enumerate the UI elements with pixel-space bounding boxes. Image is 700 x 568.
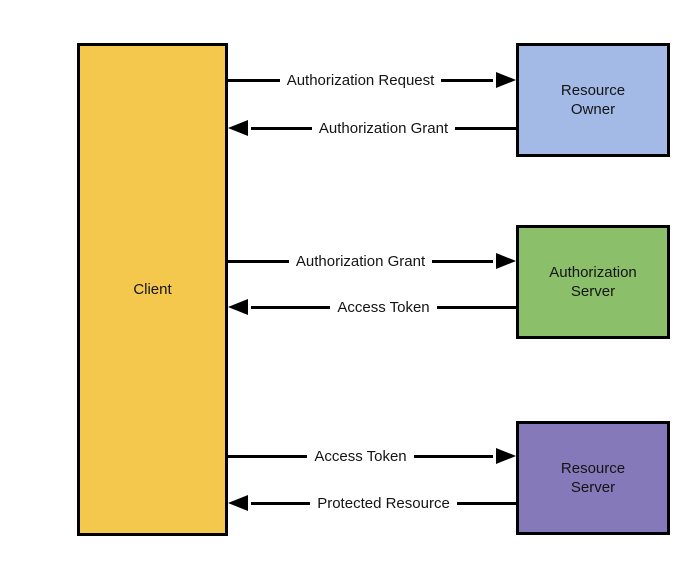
arrow-line — [432, 259, 493, 263]
authorization-server-node-label: Authorization Server — [549, 263, 637, 301]
arrow-label: Authorization Grant — [318, 119, 449, 137]
arrow-authorization-request: Authorization Request — [228, 68, 516, 92]
arrow-line — [228, 78, 280, 82]
arrow-line — [251, 305, 331, 309]
arrowhead-right-icon — [496, 448, 516, 464]
authorization-server-node: Authorization Server — [516, 225, 670, 339]
arrow-access-token-middle: Access Token — [228, 295, 516, 319]
arrowhead-left-icon — [228, 299, 248, 315]
arrow-label: Protected Resource — [317, 494, 450, 512]
client-node-label: Client — [133, 280, 172, 298]
arrowhead-right-icon — [496, 253, 516, 269]
client-node: Client — [77, 43, 228, 536]
arrow-line — [441, 78, 493, 82]
arrow-protected-resource: Protected Resource — [228, 491, 517, 515]
arrow-line — [251, 501, 311, 505]
arrow-line — [228, 454, 308, 458]
arrow-label: Authorization Grant — [295, 252, 426, 270]
arrow-line — [251, 126, 312, 130]
arrow-access-token-bottom: Access Token — [228, 444, 516, 468]
arrow-line — [455, 126, 516, 130]
arrowhead-left-icon — [228, 120, 248, 136]
arrow-line — [436, 305, 516, 309]
arrowhead-right-icon — [496, 72, 516, 88]
resource-server-node-label: Resource Server — [560, 459, 626, 497]
resource-server-node: Resource Server — [516, 421, 670, 535]
arrow-label: Access Token — [337, 298, 430, 316]
arrow-line — [413, 454, 493, 458]
arrow-line — [228, 259, 289, 263]
arrow-line — [456, 501, 517, 505]
arrow-label: Access Token — [314, 447, 407, 465]
arrow-authorization-grant-middle: Authorization Grant — [228, 249, 516, 273]
arrow-authorization-grant-top: Authorization Grant — [228, 116, 516, 140]
arrowhead-left-icon — [228, 495, 248, 511]
resource-owner-node-label: Resource Owner — [560, 81, 626, 119]
arrow-label: Authorization Request — [286, 71, 435, 89]
resource-owner-node: Resource Owner — [516, 43, 670, 157]
